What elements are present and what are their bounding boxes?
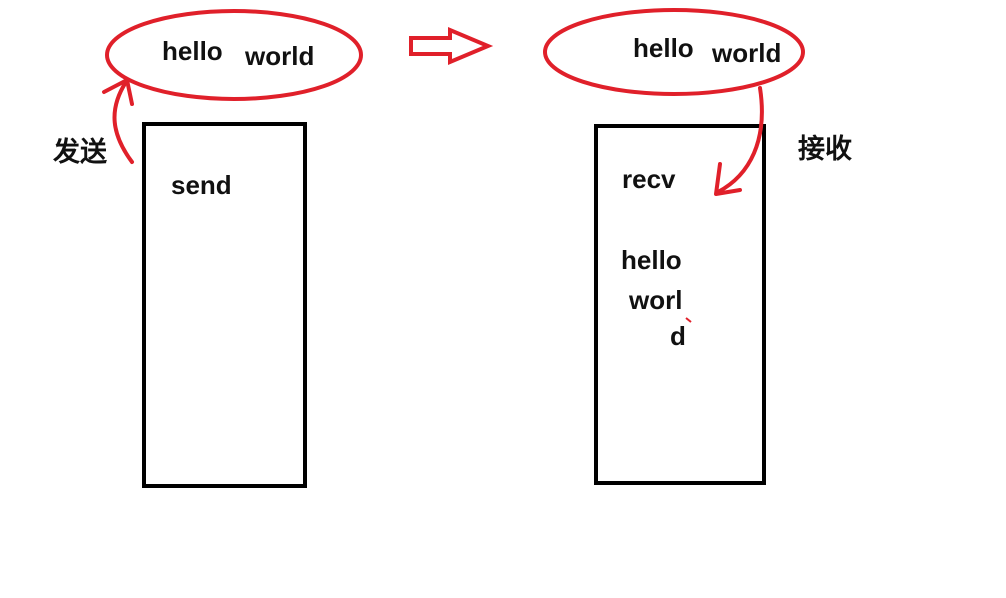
transfer-arrow xyxy=(409,26,494,66)
sender-message-word2: world xyxy=(245,41,315,71)
receiver-message-word1: hello xyxy=(633,33,694,63)
send-buffer-box xyxy=(142,122,307,488)
sender-message-ellipse xyxy=(105,9,363,101)
recv-arrowhead xyxy=(714,162,742,196)
recv-buffer-line-3: d xyxy=(670,321,686,351)
receiver-message-ellipse xyxy=(543,8,805,96)
sender-message-word1: hello xyxy=(162,36,223,66)
recv-box-label: recv xyxy=(622,164,676,194)
recv-action-label: 接收 xyxy=(798,134,852,165)
recv-buffer-line-1: hello xyxy=(621,245,682,275)
recv-buffer-box xyxy=(594,124,766,485)
receiver-message-word2: world xyxy=(712,38,782,68)
recv-buffer-line-2: worl xyxy=(629,285,683,315)
send-box-label: send xyxy=(171,170,232,200)
split-mark xyxy=(685,317,692,323)
recv-arrow xyxy=(716,86,764,194)
send-arrow xyxy=(112,80,134,164)
send-arrowhead xyxy=(102,78,134,106)
send-action-label: 发送 xyxy=(53,137,107,168)
